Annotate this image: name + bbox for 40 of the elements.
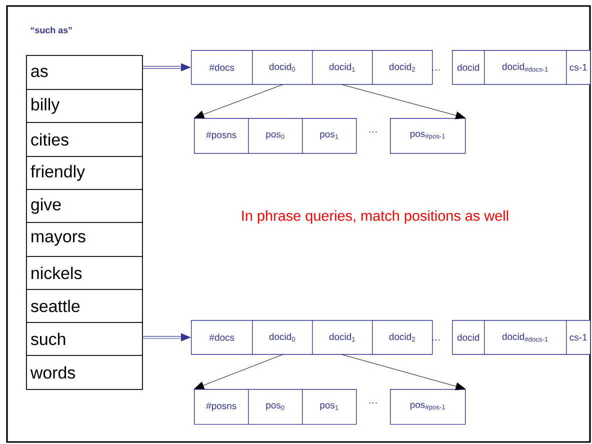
posting-cell: #posns <box>194 389 249 425</box>
posting-cell: docid$_{2}$ <box>372 50 433 85</box>
ellipsis: … <box>369 402 377 404</box>
ellipsis: … <box>432 339 440 341</box>
posting-cell: pos$_{0}$ <box>248 118 303 154</box>
term-cell: give <box>26 189 143 223</box>
posting-cell: pos$_{#pos-1}$ <box>390 389 466 425</box>
arrow <box>342 84 466 120</box>
ellipsis: … <box>432 69 440 71</box>
term-cell: billy <box>26 89 143 123</box>
term-cell: as <box>26 55 143 90</box>
posting-cell: #docs <box>191 320 253 355</box>
posting-cell: cs-1 <box>566 50 591 85</box>
posting-cell: docid$_{2}$ <box>372 320 433 355</box>
title: “such as” <box>30 26 72 34</box>
posting-cell: #docs <box>191 50 253 85</box>
posting-cell: docid$_{0}$ <box>252 320 313 355</box>
posting-cell: docid <box>452 320 485 355</box>
term-cell: friendly <box>26 156 143 190</box>
arrow <box>194 354 283 390</box>
posting-cell: docid <box>452 50 485 85</box>
posting-cell: cs-1 <box>566 320 591 355</box>
posting-cell: #posns <box>194 118 249 154</box>
posting-cell: pos$_{#pos-1}$ <box>390 118 466 154</box>
term-cell: seattle <box>26 289 143 323</box>
arrow <box>194 84 283 118</box>
posting-cell: docid$_{0}$ <box>252 50 313 85</box>
posting-cell: pos$_{1}$ <box>302 118 357 154</box>
posting-cell: pos$_{1}$ <box>302 389 357 425</box>
posting-cell: pos$_{0}$ <box>248 389 303 425</box>
note-text: In phrase queries, match positions as well <box>242 210 508 224</box>
posting-cell: docid$_{1}$ <box>312 50 373 85</box>
term-cell: mayors <box>26 222 143 257</box>
term-cell: nickels <box>26 256 143 290</box>
term-cell: cities <box>26 122 143 157</box>
term-cell: such <box>26 322 143 356</box>
term-cell: words <box>26 355 143 390</box>
arrow <box>342 354 466 390</box>
posting-cell: docid$_{1}$ <box>312 320 373 355</box>
ellipsis: … <box>369 131 377 133</box>
